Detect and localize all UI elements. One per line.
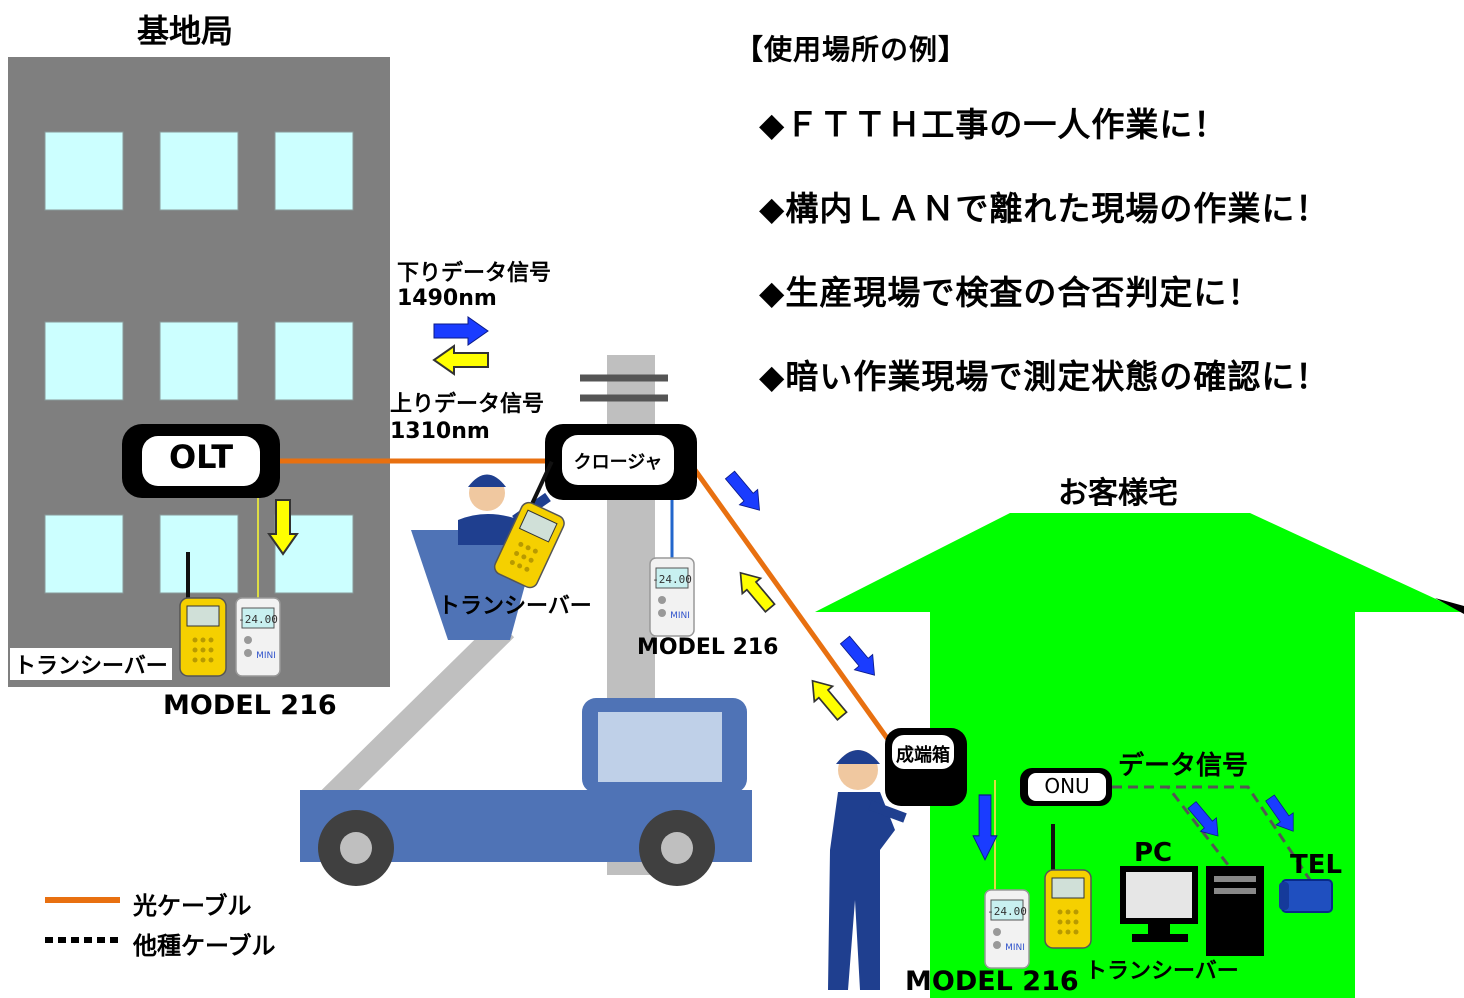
base-meter-label: MODEL 216 [163,690,337,721]
uses-title: 【使用場所の例】 [735,33,968,66]
down-signal-arrow-icon [433,316,489,346]
tel-label: TEL [1290,850,1343,880]
legend-optical-label: 光ケーブル [133,892,252,920]
uses-panel: 【使用場所の例】 ◆ＦＴＴＨ工事の一人作業に！ ◆構内ＬＡＮで離れた現場の作業に… [735,28,1329,434]
customer-title: お客様宅 [1058,476,1178,511]
up-wavelength: 1310nm [390,419,490,444]
olt-label: OLT [168,438,234,476]
fiber-down-arrow-1-icon [720,466,770,519]
legend-other-label: 他種ケーブル [133,932,276,960]
other-cable [1112,785,1312,881]
pole-crossbars [580,374,668,402]
customer-transceiver-label: トランシーバー [1085,959,1239,984]
tel-icon [1279,879,1333,913]
pole-meter-label: MODEL 216 [637,635,779,660]
fiber-up-arrow-1-icon [730,564,780,617]
pole-meter-icon [649,557,695,637]
pc-icon [1120,866,1264,956]
customer-house [815,513,1464,998]
up-signal-label: 上りデータ信号 [390,392,545,417]
uses-item: ◆構内ＬＡＮで離れた現場の作業に！ [759,189,1330,228]
building-windows [44,131,354,594]
customer-meter-label: MODEL 216 [905,966,1079,997]
worker-at-house [828,750,907,990]
data-signal-label: データ信号 [1118,751,1249,781]
up-signal-arrow-icon [433,345,489,375]
down-wavelength: 1490nm [397,286,497,311]
base-station-title: 基地局 [137,12,234,50]
base-transceiver-label: トランシーバー [10,648,172,680]
onu-label: ONU [1044,774,1090,798]
pc-label: PC [1134,838,1173,868]
uses-item: ◆ＦＴＴＨ工事の一人作業に！ [759,105,1228,144]
closure-label: クロージャ [573,452,663,473]
down-signal-label: 下りデータ信号 [397,261,552,286]
uses-item: ◆生産現場で検査の合否判定に！ [759,273,1262,312]
termination-box-label: 成端箱 [896,745,950,766]
customer-meter-icon [984,889,1030,969]
base-meter-icon [235,597,281,677]
uses-item: ◆暗い作業現場で測定状態の確認に！ [759,357,1330,396]
pole-transceiver-label: トランシーバー [438,594,592,619]
